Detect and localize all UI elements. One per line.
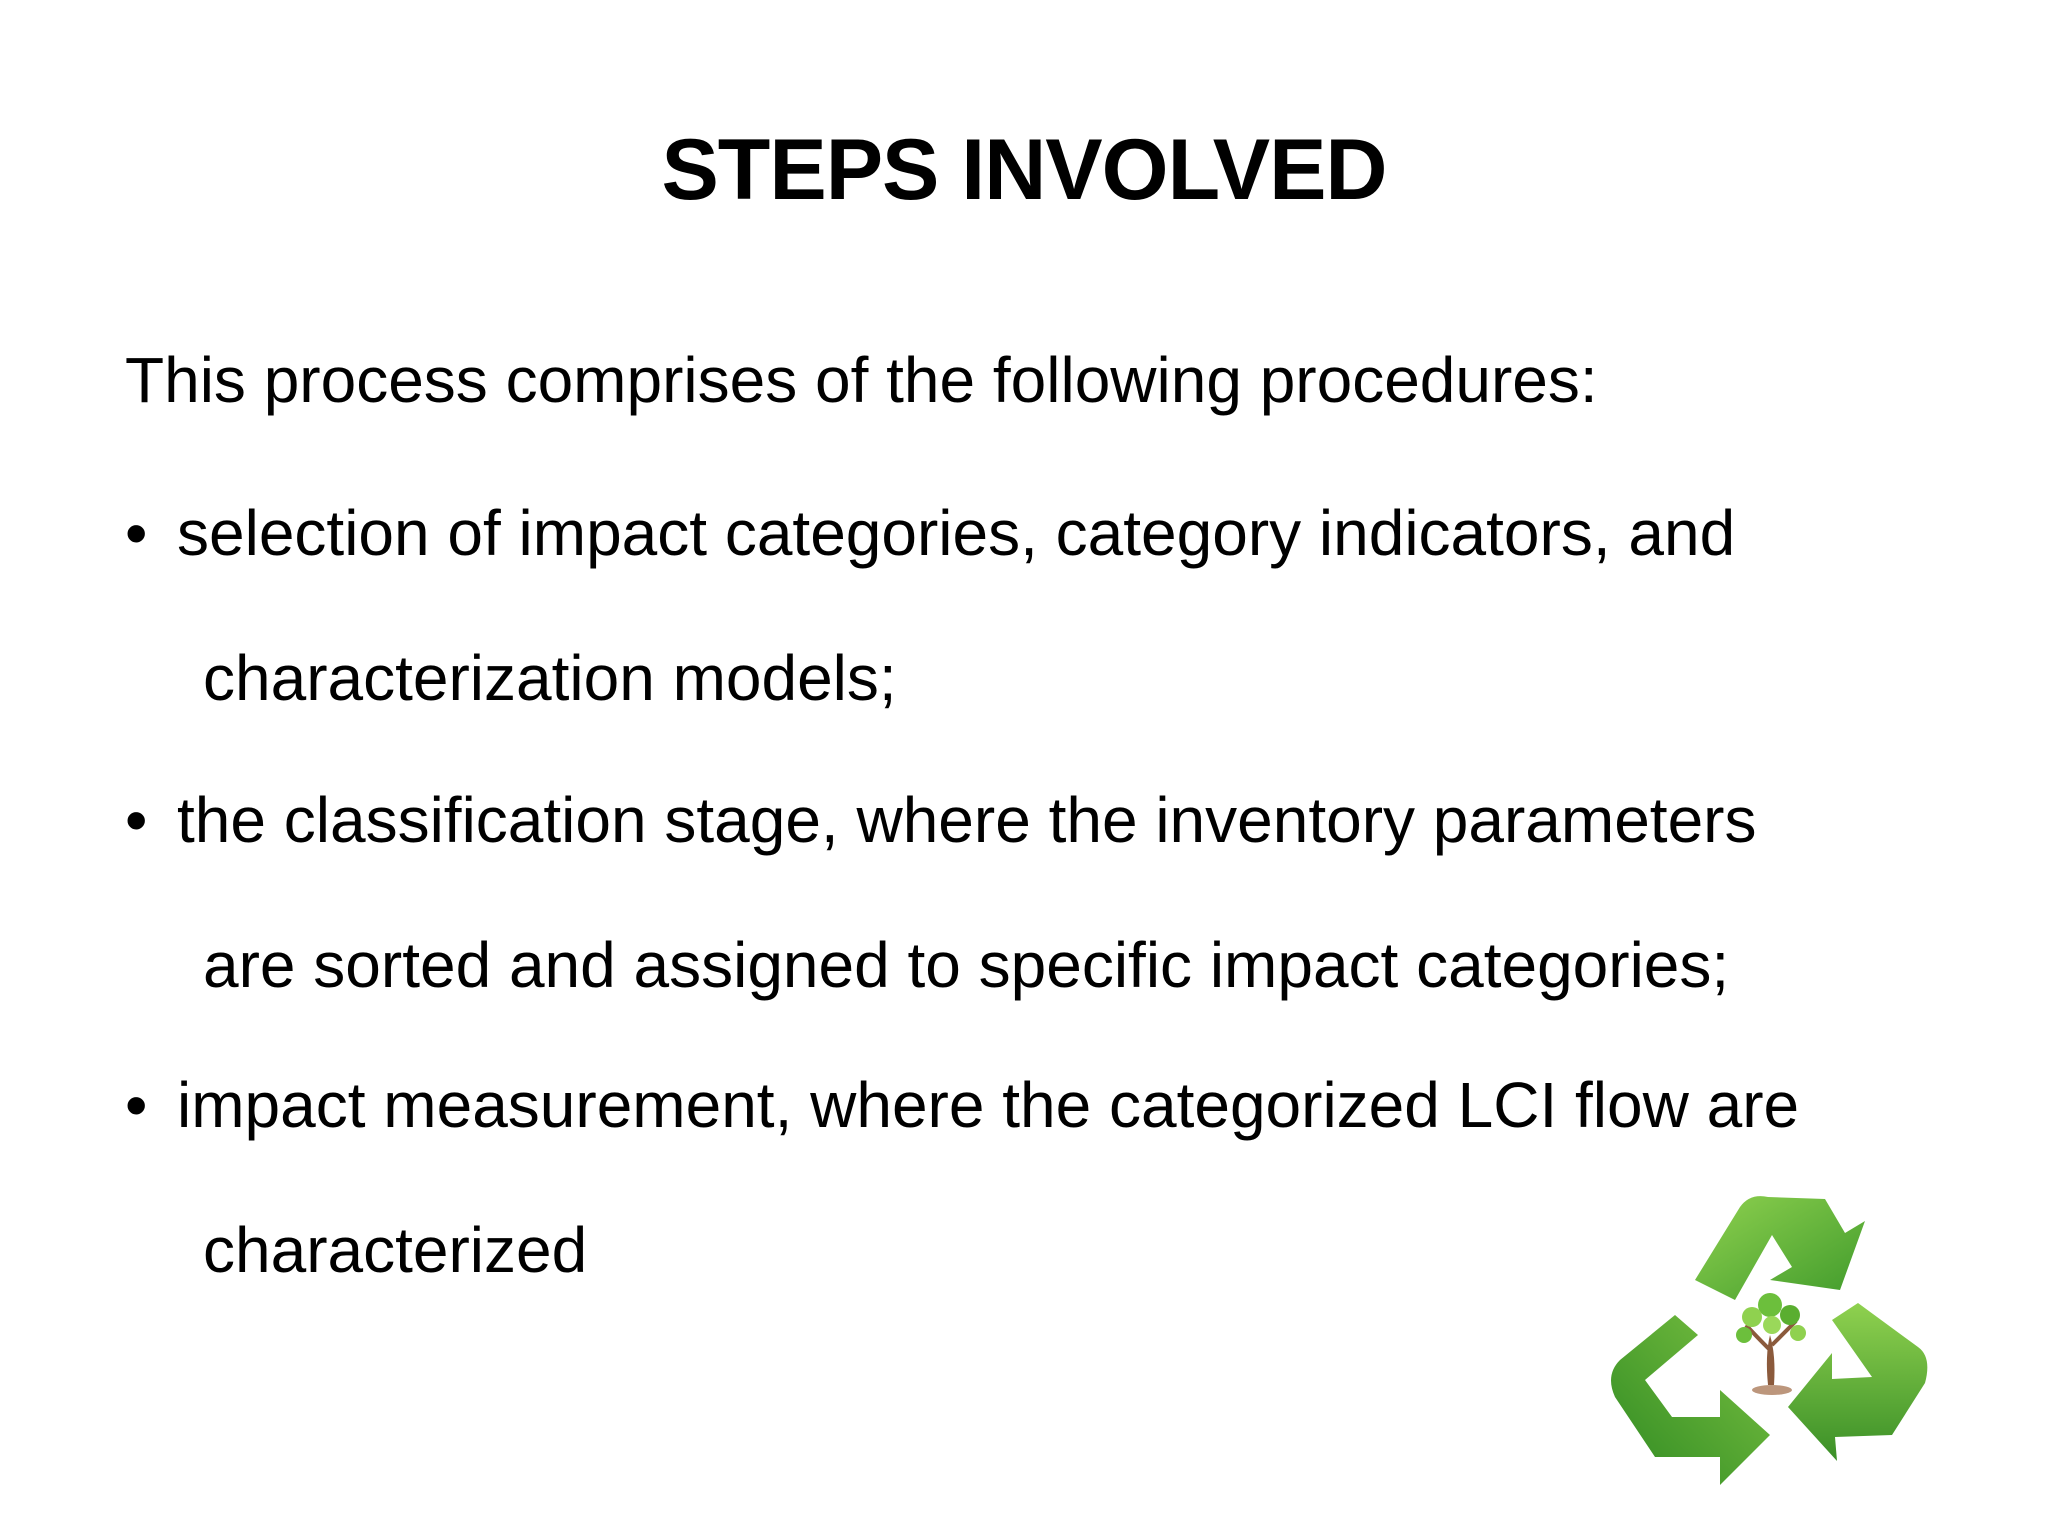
bullet-text-line2: characterization models; xyxy=(203,642,897,714)
slide-title: STEPS INVOLVED xyxy=(661,122,1387,218)
bullet-dot: • xyxy=(125,497,148,569)
bullet-text-line1: impact measurement, where the categorize… xyxy=(177,1069,1800,1141)
bullet-text-line2: characterized xyxy=(203,1214,588,1286)
bullet-item-3: • impact measurement, where the categoriz… xyxy=(125,1065,1985,1290)
recycle-arrow-top xyxy=(1695,1196,1865,1300)
bullet-item-2: • the classification stage, where the inv… xyxy=(125,780,1985,1005)
bullet-dot: • xyxy=(125,1069,148,1141)
bullet-item-1: • selection of impact categories, categor… xyxy=(125,493,1985,718)
recycle-tree-icon xyxy=(1611,1196,1928,1485)
intro-text: This process comprises of the following … xyxy=(125,344,1598,416)
recycle-arrow-left xyxy=(1611,1315,1770,1485)
bullet-text-line1: the classification stage, where the inve… xyxy=(177,784,1757,856)
recycle-arrow-right xyxy=(1788,1303,1928,1461)
bullet-text-line2: are sorted and assigned to specific impa… xyxy=(203,929,1730,1001)
bullet-text-line1: selection of impact categories, category… xyxy=(177,497,1736,569)
tree-icon xyxy=(1736,1293,1806,1395)
bullet-dot: • xyxy=(125,784,148,856)
